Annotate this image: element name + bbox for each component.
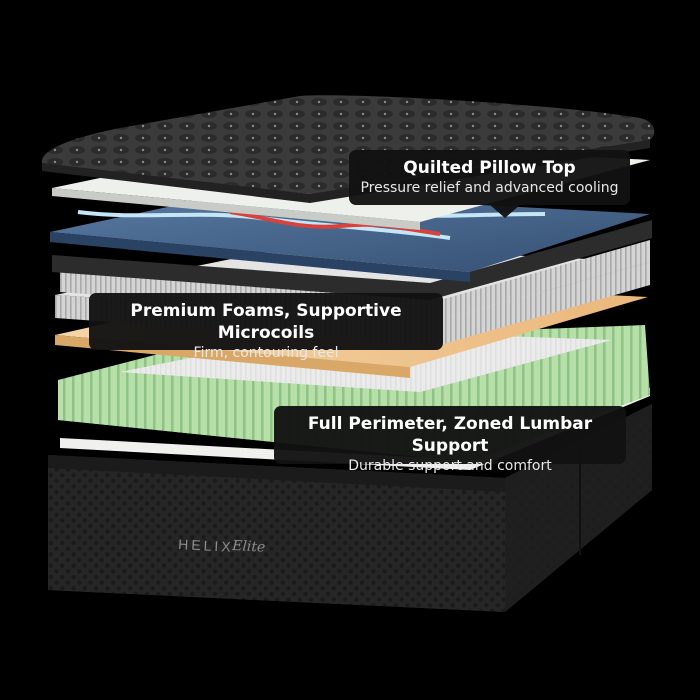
callout-premium-foams: Premium Foams, Supportive Microcoils Fir… xyxy=(89,293,443,361)
base-layer xyxy=(48,404,652,612)
dark-foam-layer xyxy=(52,220,652,300)
callout-quilted-pillow-top: Quilted Pillow Top Pressure relief and a… xyxy=(349,150,630,205)
callout-title: Quilted Pillow Top xyxy=(403,158,576,178)
helix-elite-logo: HELIX Elite xyxy=(178,536,266,556)
callout-subtitle: Durable support and comfort xyxy=(348,458,552,474)
callout-subtitle: Firm, contouring feel xyxy=(193,345,339,361)
quilted-pillow-top xyxy=(41,95,655,203)
svg-text:HELIX: HELIX xyxy=(178,536,234,555)
callout-pointer-1 xyxy=(490,205,520,218)
top-white-foam-edge xyxy=(52,188,420,230)
callout-lumbar-support: Full Perimeter, Zoned Lumbar Support Dur… xyxy=(274,406,626,474)
callout-subtitle: Pressure relief and advanced cooling xyxy=(360,180,619,196)
svg-text:Elite: Elite xyxy=(231,538,266,556)
callout-title: Full Perimeter, Zoned Lumbar Support xyxy=(307,414,593,456)
callout-title: Premium Foams, Supportive Microcoils xyxy=(130,301,402,343)
